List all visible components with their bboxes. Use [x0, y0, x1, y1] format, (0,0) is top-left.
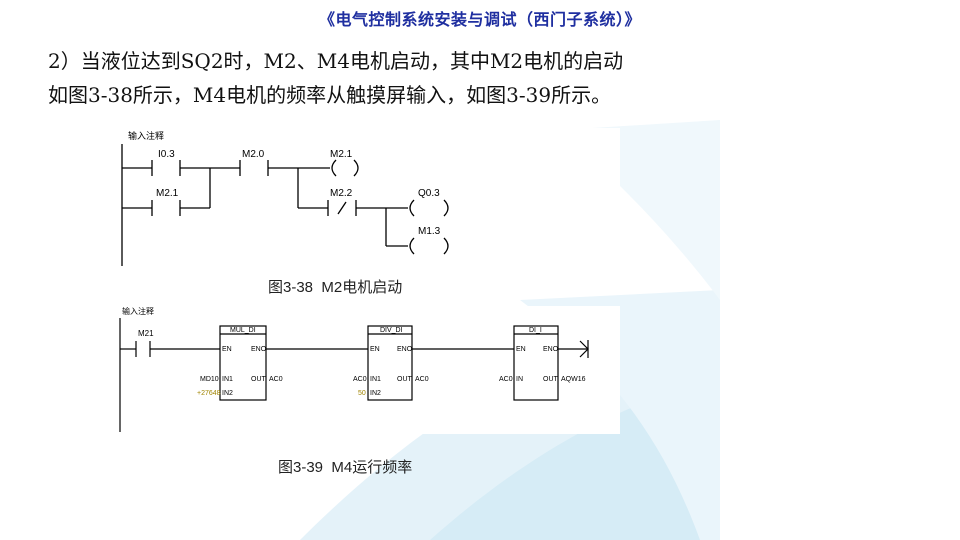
- svg-text:EN: EN: [222, 346, 232, 353]
- svg-text:ENO: ENO: [397, 346, 413, 353]
- coil-m21-right: [353, 159, 359, 177]
- contact-label-m21: M21: [138, 329, 154, 338]
- ladder-diagram-m2-start: 输入注释 I0.3 M2.0 M2.1 M2.1 M2.2 Q0.3: [118, 128, 620, 268]
- svg-text:MD10: MD10: [200, 376, 219, 383]
- paragraph-line-2: 如图3-38所示，M4电机的频率从触摸屏输入，如图3-39所示。: [48, 83, 612, 107]
- svg-text:MUL_DI: MUL_DI: [230, 327, 256, 334]
- svg-text:AQW16: AQW16: [561, 376, 586, 383]
- body-paragraph: 2）当液位达到SQ2时，M2、M4电机启动，其中M2电机的启动 如图3-38所示…: [48, 44, 748, 112]
- contact-label-m21: M2.1: [156, 188, 179, 199]
- svg-text:ENO: ENO: [543, 346, 559, 353]
- block-div-di: [367, 325, 413, 401]
- page-header-title: 《电气控制系统安装与调试（西门子系统）》: [318, 10, 641, 29]
- svg-text:OUT: OUT: [251, 376, 267, 383]
- svg-text:OUT: OUT: [543, 376, 559, 383]
- svg-text:AC0: AC0: [269, 376, 283, 383]
- contact-label-i03: I0.3: [158, 149, 175, 160]
- svg-text:OUT: OUT: [397, 376, 413, 383]
- svg-text:50: 50: [358, 390, 366, 397]
- svg-text:AC0: AC0: [415, 376, 429, 383]
- contact-label-m20: M2.0: [242, 149, 265, 160]
- svg-text:EN: EN: [516, 346, 526, 353]
- contact-label-m22: M2.2: [330, 188, 353, 199]
- svg-text:EN: EN: [370, 346, 380, 353]
- svg-text:+27648: +27648: [197, 390, 221, 397]
- svg-text:IN2: IN2: [222, 390, 233, 397]
- block-di-i: [513, 325, 559, 401]
- normally-closed-slash: [337, 201, 347, 215]
- svg-text:AC0: AC0: [353, 376, 367, 383]
- svg-text:IN: IN: [516, 376, 523, 383]
- svg-text:ENO: ENO: [251, 346, 267, 353]
- svg-text:IN1: IN1: [222, 376, 233, 383]
- comment-label: 输入注释: [128, 130, 164, 141]
- svg-text:DIV_DI: DIV_DI: [380, 327, 403, 334]
- paragraph-line-1: 2）当液位达到SQ2时，M2、M4电机启动，其中M2电机的启动: [48, 49, 624, 73]
- svg-text:DI_I: DI_I: [529, 327, 542, 334]
- coil-label-m21: M2.1: [330, 149, 353, 160]
- figure-caption-3-39: 图3-39 M4运行频率: [278, 459, 413, 476]
- comment-label: 输入注释: [122, 306, 154, 316]
- coil-label-q03: Q0.3: [418, 188, 440, 199]
- figure-caption-3-38: 图3-38 M2电机启动: [268, 279, 403, 296]
- ladder-diagram-m4-frequency: 输入注释 M21 MUL_DI EN ENO IN1 IN2 OUT MD10 …: [118, 306, 620, 434]
- svg-text:IN1: IN1: [370, 376, 381, 383]
- svg-text:AC0: AC0: [499, 376, 513, 383]
- coil-label-m13: M1.3: [418, 226, 441, 237]
- svg-text:IN2: IN2: [370, 390, 381, 397]
- coil-m21-left: [331, 159, 337, 177]
- block-mul-di: [219, 325, 267, 401]
